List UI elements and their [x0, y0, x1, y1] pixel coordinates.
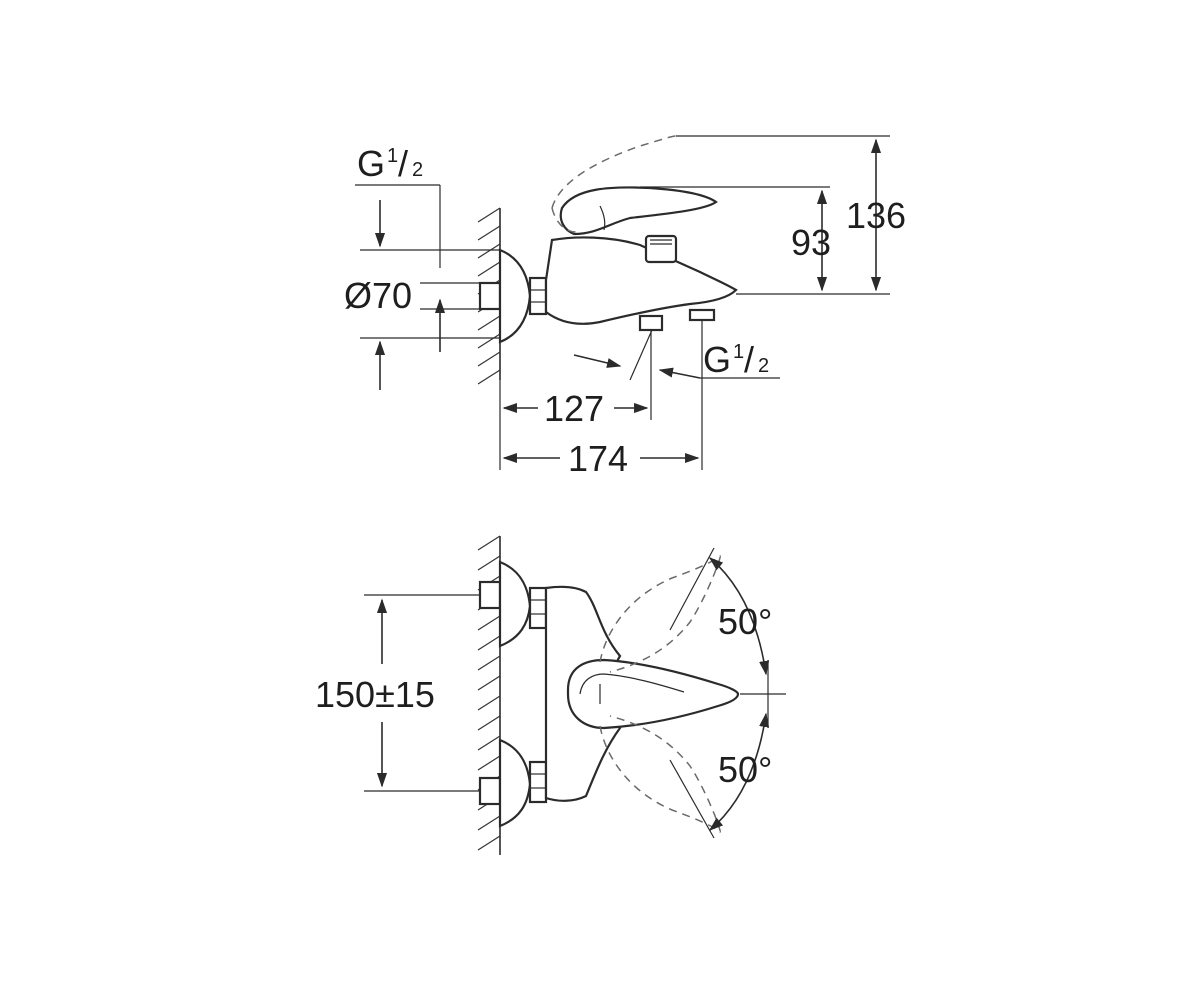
lever-front — [566, 658, 740, 730]
angle-arc-down — [708, 712, 770, 831]
union-nut — [528, 276, 548, 316]
svg-text:/: / — [744, 339, 754, 380]
angle-up-label: 50° — [718, 601, 772, 642]
thread-outlet-den: 2 — [758, 355, 769, 377]
centers-label: 150±15 — [315, 674, 435, 715]
bath-outlet — [638, 314, 664, 332]
thread-outlet-num: 1 — [733, 341, 744, 363]
depth-outlet-label: 127 — [544, 388, 604, 429]
thread-top-den: 2 — [412, 159, 423, 181]
depth-total-label: 174 — [568, 438, 628, 479]
diverter-knob — [644, 234, 678, 264]
lever-up-outline — [599, 555, 721, 673]
thread-outlet-label: G — [703, 339, 731, 380]
height-spout-label: 93 — [791, 222, 831, 263]
angle-down-label: 50° — [718, 749, 772, 790]
upper-nut — [528, 586, 548, 630]
front-view: 150±15 50° 50° — [315, 535, 786, 855]
lower-nut — [528, 760, 548, 804]
lever-down-outline — [599, 715, 721, 833]
lower-rosette — [498, 738, 532, 828]
height-total-label: 136 — [846, 195, 906, 236]
upper-connector-stub — [478, 580, 502, 610]
shower-outlet — [688, 308, 716, 322]
lower-connector-stub — [478, 776, 502, 806]
thread-top-num: 1 — [387, 145, 398, 167]
thread-top-label: G — [357, 143, 385, 184]
rosette — [498, 248, 532, 344]
mixer-body — [544, 236, 738, 325]
lever-handle — [559, 186, 718, 236]
wall-connector-stub — [478, 281, 502, 311]
diameter-label: Ø70 — [344, 275, 412, 316]
upper-rosette — [498, 560, 532, 648]
lever-raised-outline — [551, 135, 677, 209]
svg-text:/: / — [398, 143, 408, 184]
side-view: G 1 / 2 Ø70 136 93 G 1 / 2 127 174 — [344, 135, 906, 479]
angle-arc-up — [708, 557, 770, 676]
